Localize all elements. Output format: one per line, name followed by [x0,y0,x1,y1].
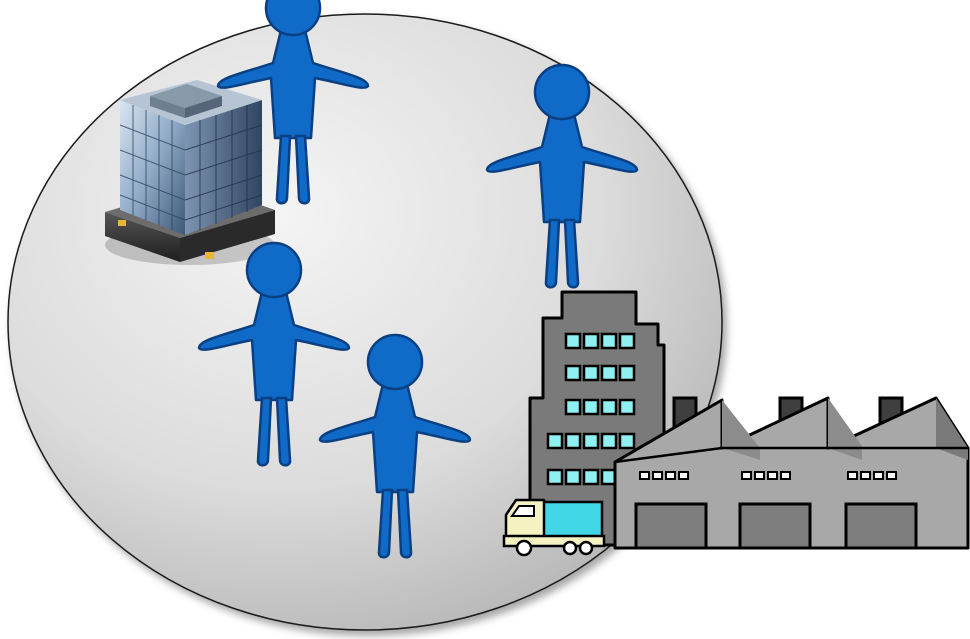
factory-icon [613,396,970,550]
glass-office-building-icon [105,80,275,265]
delivery-truck-icon [502,498,606,557]
